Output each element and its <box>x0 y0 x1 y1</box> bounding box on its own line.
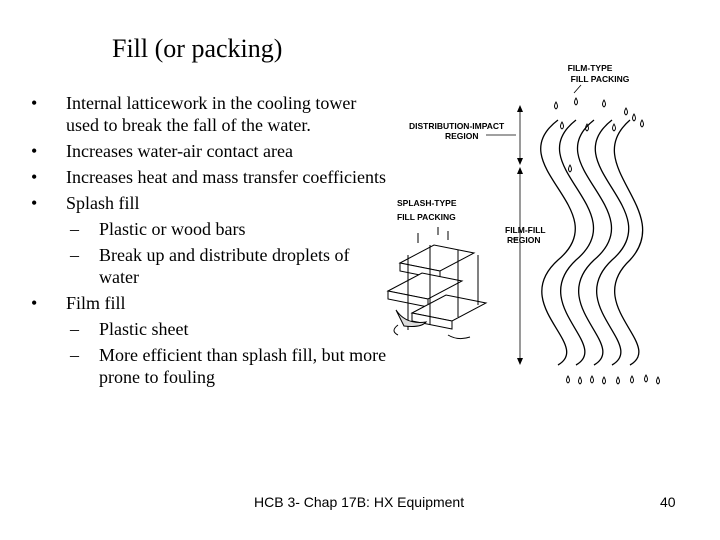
sub-bullet-marker: – <box>70 219 79 239</box>
page-number: 40 <box>660 494 676 510</box>
bullet-text: Film fill <box>66 293 126 313</box>
leader-line <box>573 84 582 94</box>
sub-bullet-text: Plastic sheet <box>99 319 189 339</box>
bullet-marker: • <box>31 167 38 187</box>
bullet-item: • Increases heat and mass transfer coeff… <box>28 166 388 188</box>
water-droplets-bottom <box>566 374 660 385</box>
sub-bullet-text: More efficient than splash fill, but mor… <box>99 345 387 387</box>
label-distribution-impact: DISTRIBUTION-IMPACT <box>409 121 505 131</box>
bullet-marker: • <box>31 293 38 313</box>
sub-bullet-marker: – <box>70 245 79 265</box>
bullet-item: • Internal latticework in the cooling to… <box>28 92 388 136</box>
splash-fill-sketch <box>386 227 488 340</box>
bullet-item: • Splash fill <box>28 192 388 214</box>
bullet-text: Internal latticework in the cooling towe… <box>66 93 357 135</box>
bullet-item: • Increases water-air contact area <box>28 140 388 162</box>
sub-bullet-text: Break up and distribute droplets of wate… <box>99 245 350 287</box>
sub-bullet-item: – Plastic or wood bars <box>28 218 388 240</box>
label-splash-fill-packing: FILL PACKING <box>397 212 456 222</box>
film-fill-region-dimension <box>517 167 523 365</box>
sub-bullet-marker: – <box>70 319 79 339</box>
bullet-marker: • <box>31 93 38 113</box>
bullet-text: Increases water-air contact area <box>66 141 293 161</box>
bullet-text: Increases heat and mass transfer coeffic… <box>66 167 387 187</box>
bullet-marker: • <box>31 193 38 213</box>
fill-packing-diagram: FILM-TYPE FILL PACKING DISTRIBUTION-IMPA… <box>386 63 660 385</box>
bullet-marker: • <box>31 141 38 161</box>
sub-bullet-text: Plastic or wood bars <box>99 219 246 239</box>
slide-title: Fill (or packing) <box>112 34 283 63</box>
label-film-fill-packing: FILL PACKING <box>571 74 630 84</box>
sub-bullet-item: – Plastic sheet <box>28 318 388 340</box>
film-sheets <box>540 119 644 366</box>
label-splash-type: SPLASH-TYPE <box>397 198 457 208</box>
bullet-text: Splash fill <box>66 193 140 213</box>
label-film-fill-region: REGION <box>507 235 541 245</box>
label-film-type: FILM-TYPE <box>568 63 613 73</box>
sub-bullet-item: – More efficient than splash fill, but m… <box>28 344 388 388</box>
footer-text: HCB 3- Chap 17B: HX Equipment <box>254 494 465 510</box>
water-droplets-top <box>554 97 644 173</box>
label-film-fill: FILM-FILL <box>505 225 546 235</box>
sub-bullet-marker: – <box>70 345 79 365</box>
label-distribution-region: REGION <box>445 131 479 141</box>
bullet-list: • Internal latticework in the cooling to… <box>28 92 388 392</box>
bullet-item: • Film fill <box>28 292 388 314</box>
sub-bullet-item: – Break up and distribute droplets of wa… <box>28 244 388 288</box>
distribution-region-dimension <box>517 105 523 165</box>
